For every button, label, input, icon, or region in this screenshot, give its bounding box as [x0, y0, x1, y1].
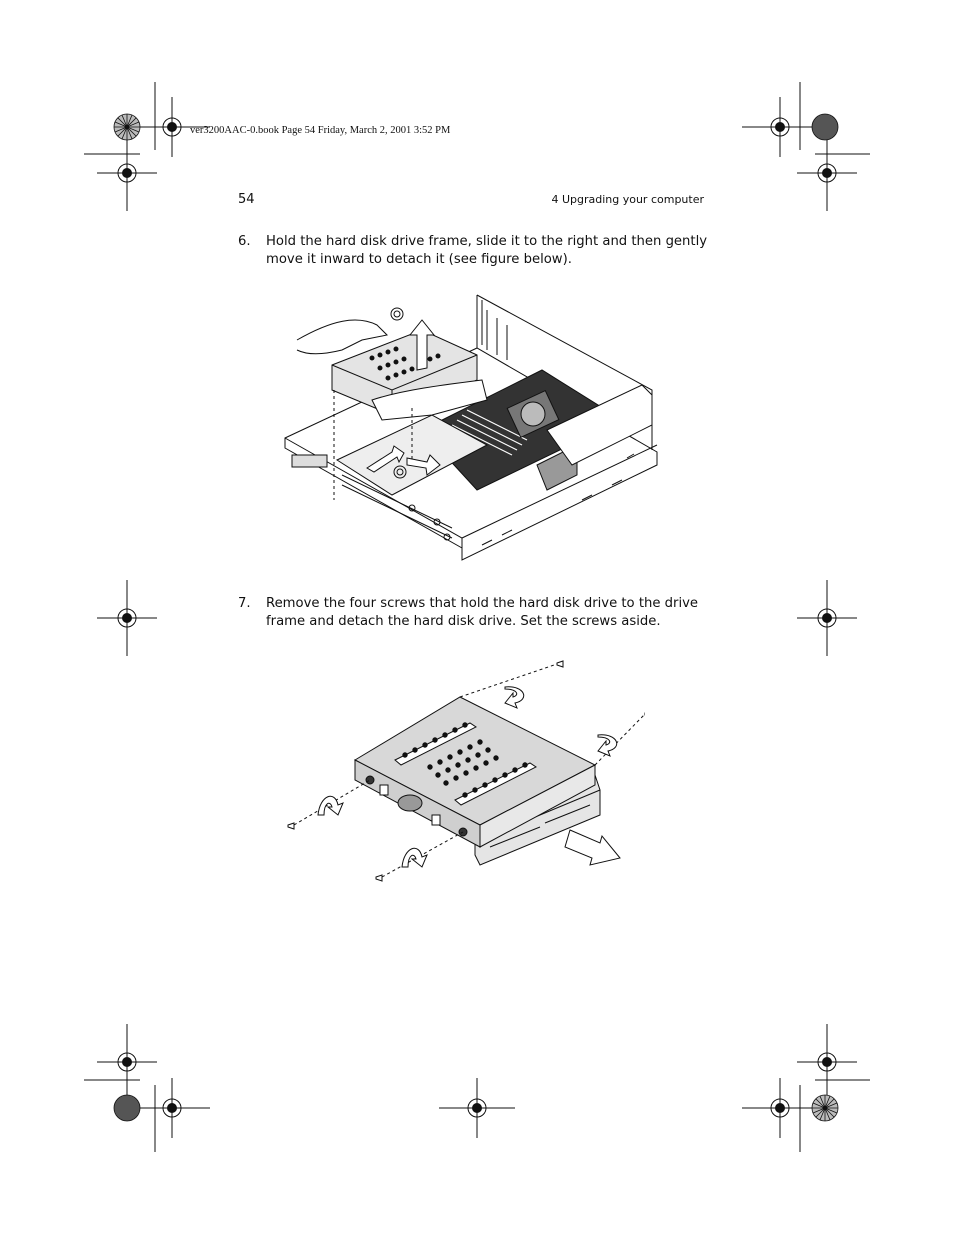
step-text: Hold the hard disk drive frame, slide it… [266, 234, 708, 267]
running-head: 4 Upgrading your computer [551, 193, 704, 206]
step-number: 6. [238, 234, 251, 249]
book-info-line: ver3200AAC-0.book Page 54 Friday, March … [190, 125, 451, 136]
step-7: 7. Remove the four screws that hold the … [238, 595, 708, 630]
drive-frame-figure [287, 660, 645, 882]
chassis-figure [284, 294, 658, 561]
step-number: 7. [238, 596, 251, 611]
page-number: 54 [238, 192, 255, 207]
step-6: 6. Hold the hard disk drive frame, slide… [238, 233, 708, 268]
step-text: Remove the four screws that hold the har… [266, 596, 699, 629]
